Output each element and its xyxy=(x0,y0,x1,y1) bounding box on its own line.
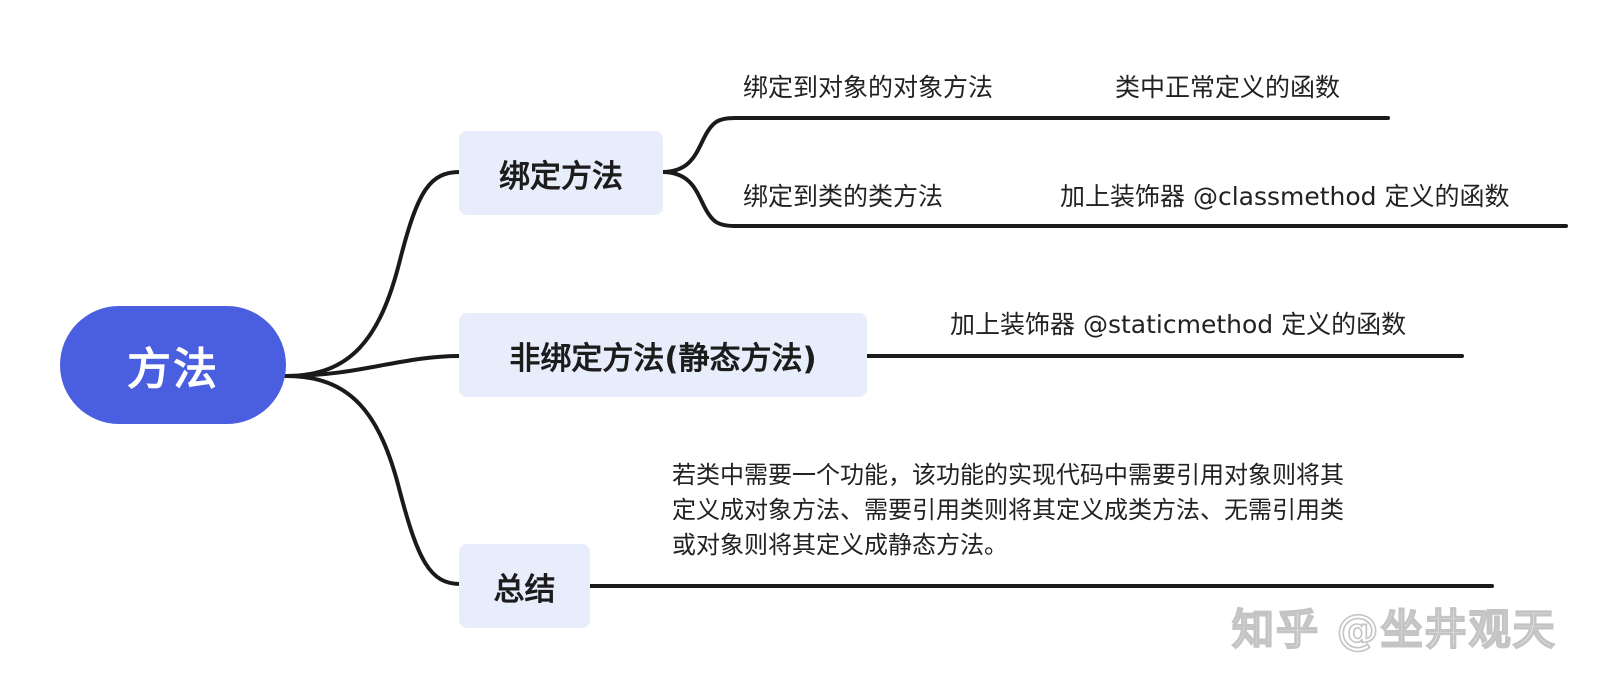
edge-bound-class xyxy=(660,170,737,228)
edge-bound-object xyxy=(660,116,737,174)
watermark: 知乎 @坐井观天 xyxy=(1231,604,1557,655)
object-method-note: 类中正常定义的函数 xyxy=(1115,73,1341,102)
edge-root-summary xyxy=(284,374,462,586)
summary-text: 若类中需要一个功能，该功能的实现代码中需要引用对象则将其 定义成对象方法、需要引… xyxy=(672,458,1452,563)
summary-line: 或对象则将其定义成静态方法。 xyxy=(672,531,1008,559)
summary-line: 若类中需要一个功能，该功能的实现代码中需要引用对象则将其 xyxy=(672,461,1344,489)
summary-line: 定义成对象方法、需要引用类则将其定义成类方法、无需引用类 xyxy=(672,496,1344,524)
summary-node[interactable]: 总结 xyxy=(459,544,590,628)
class-method-label: 绑定到类的类方法 xyxy=(743,182,944,211)
root-node[interactable]: 方法 xyxy=(60,306,286,424)
edge-root-unbound xyxy=(284,354,462,378)
object-method-label: 绑定到对象的对象方法 xyxy=(743,73,994,102)
edge-root-bound xyxy=(284,170,462,378)
unbound-method-node[interactable]: 非绑定方法(静态方法) xyxy=(459,313,867,397)
static-method-note: 加上装饰器 @staticmethod 定义的函数 xyxy=(950,310,1407,339)
bound-method-node[interactable]: 绑定方法 xyxy=(459,131,663,215)
class-method-note: 加上装饰器 @classmethod 定义的函数 xyxy=(1060,182,1510,211)
